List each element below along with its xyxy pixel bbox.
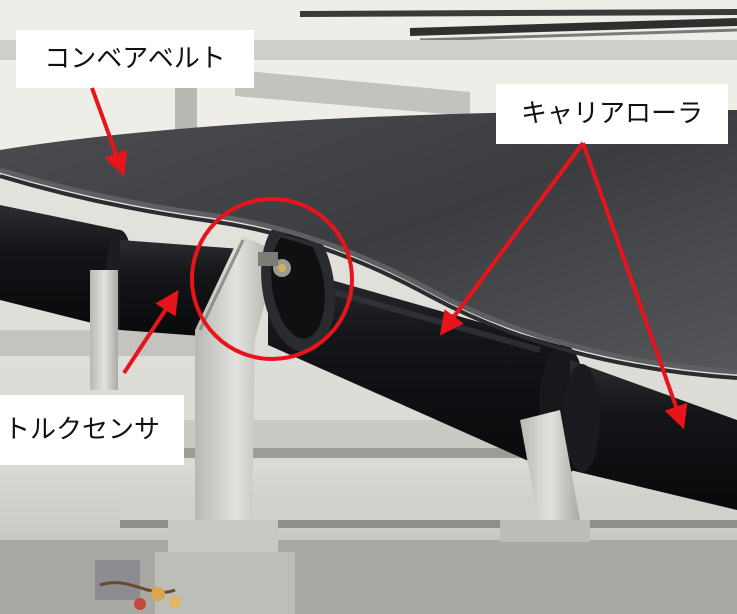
conveyor-belt-label: コンベアベルト (16, 30, 254, 88)
carrier-roller-label: キャリアローラ (496, 84, 728, 144)
torque-sensor-label: トルクセンサ (0, 395, 184, 465)
